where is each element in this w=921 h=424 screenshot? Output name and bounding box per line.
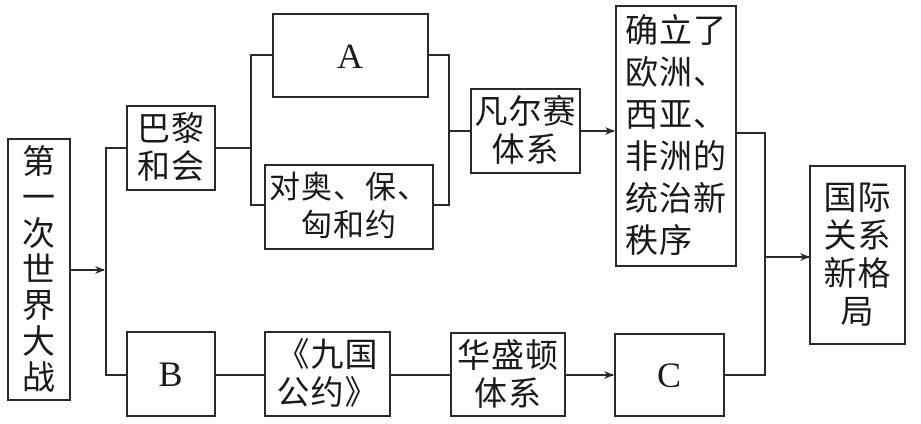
node-a: A — [272, 13, 429, 98]
edge-order-merge — [724, 132, 766, 376]
edge-trunk — [105, 147, 127, 376]
edge-split-a-treaties — [250, 54, 272, 206]
node-washington-system: 华盛顿 体系 — [450, 332, 566, 417]
node-b-label: B — [158, 354, 184, 394]
node-new-international-pattern: 国际 关系 新格 局 — [809, 165, 906, 345]
node-b: B — [126, 331, 216, 417]
node-nine-power-treaty-label: 《九国 公约》 — [276, 335, 379, 412]
node-new-order: 确立了 欧洲、 西亚、 非洲的 统治新 秩序 — [615, 5, 737, 267]
node-versailles-system: 凡尔赛 体系 — [470, 88, 581, 174]
node-new-order-label: 确立了 欧洲、 西亚、 非洲的 统治新 秩序 — [625, 11, 727, 260]
node-treaties: 对奥、保、 匈和约 — [264, 164, 434, 250]
node-nine-power-treaty: 《九国 公约》 — [264, 331, 391, 417]
node-ww1: 第 一 次 世 界 大 战 — [7, 138, 71, 401]
node-new-international-pattern-label: 国际 关系 新格 局 — [823, 178, 892, 331]
node-versailles-system-label: 凡尔赛 体系 — [474, 92, 577, 169]
node-c: C — [614, 333, 725, 417]
node-a-label: A — [337, 35, 364, 76]
node-paris-conference-label: 巴黎 和会 — [137, 109, 205, 186]
node-ww1-label: 第 一 次 世 界 大 战 — [22, 141, 56, 397]
node-c-label: C — [656, 355, 682, 395]
node-paris-conference: 巴黎 和会 — [126, 105, 216, 191]
node-treaties-label: 对奥、保、 匈和约 — [269, 170, 429, 244]
node-washington-system-label: 华盛顿 体系 — [457, 335, 559, 413]
